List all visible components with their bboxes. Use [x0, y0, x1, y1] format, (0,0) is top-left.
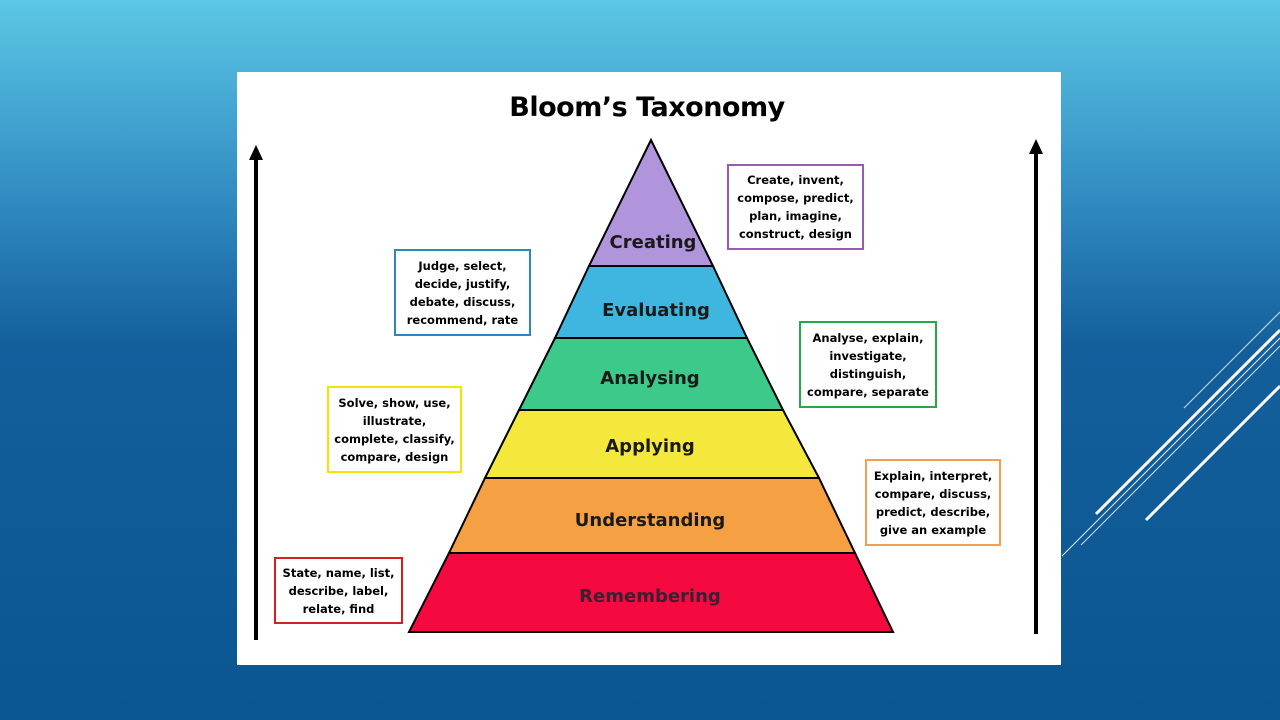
verb-line: Explain, interpret,	[873, 468, 993, 483]
verb-line: debate, discuss,	[409, 294, 516, 309]
level-label-remembering: Remembering	[579, 586, 721, 607]
verb-line: investigate,	[829, 348, 907, 363]
level-label-analysing: Analysing	[600, 368, 699, 389]
verb-line: recommend, rate	[406, 312, 519, 327]
verb-line: relate, find	[302, 601, 375, 616]
verb-line: compare, design	[340, 449, 449, 464]
verb-box-applying: Solve, show, use, illustrate, complete, …	[327, 386, 462, 473]
verb-box-evaluating: Judge, select, decide, justify, debate, …	[394, 249, 531, 336]
diagram-title: Bloom’s Taxonomy	[509, 92, 785, 123]
right-up-arrow-icon	[1029, 139, 1043, 634]
verb-box-understanding: Explain, interpret, compare, discuss, pr…	[865, 459, 1001, 546]
verb-line: Analyse, explain,	[812, 330, 924, 345]
level-label-creating: Creating	[610, 232, 697, 253]
verb-box-creating: Create, invent, compose, predict, plan, …	[727, 164, 864, 250]
verb-line: compare, separate	[807, 384, 929, 399]
level-label-applying: Applying	[605, 436, 694, 457]
verb-line: predict, describe,	[875, 504, 991, 519]
verb-box-remembering: State, name, list, describe, label, rela…	[274, 557, 403, 624]
verb-line: distinguish,	[829, 366, 907, 381]
verb-line: Judge, select,	[418, 258, 507, 273]
verb-line: Solve, show, use,	[338, 395, 451, 410]
verb-line: construct, design	[738, 227, 852, 241]
verb-line: compose, predict,	[737, 191, 854, 205]
verb-line: decide, justify,	[414, 276, 511, 291]
verb-box-analysing: Analyse, explain, investigate, distingui…	[799, 321, 937, 408]
pyramid-diagram: Creating Evaluating Analysing Applying U…	[249, 137, 1043, 640]
diagram-card: Bloom’s Taxonomy Creating Evaluating Ana…	[237, 72, 1061, 665]
verb-line: give an example	[879, 522, 987, 537]
pyramid-band-remembering	[407, 552, 895, 633]
verb-line: illustrate,	[362, 413, 427, 428]
left-up-arrow-icon	[249, 145, 263, 640]
verb-line: Create, invent,	[747, 173, 844, 187]
verb-line: compare, discuss,	[874, 486, 992, 501]
verb-line: State, name, list,	[282, 565, 395, 580]
level-label-evaluating: Evaluating	[602, 300, 710, 321]
verb-line: plan, imagine,	[749, 209, 842, 223]
level-label-understanding: Understanding	[575, 510, 725, 531]
verb-line: complete, classify,	[334, 431, 455, 446]
verb-line: describe, label,	[288, 583, 389, 598]
